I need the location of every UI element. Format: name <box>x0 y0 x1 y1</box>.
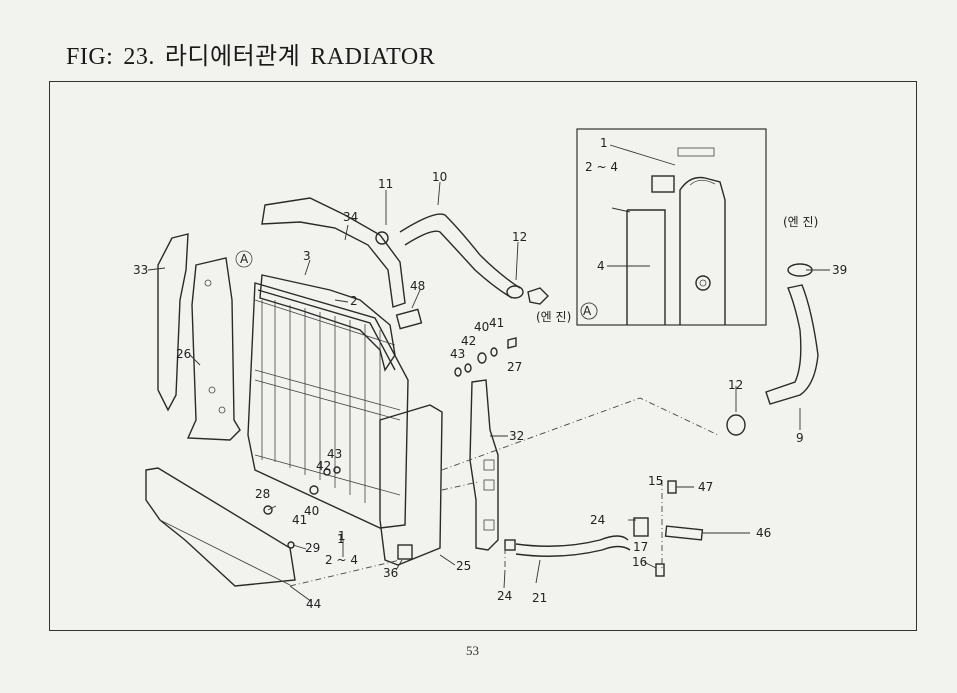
callout-label: 2 ~ 4 <box>325 553 358 567</box>
callout-label: 36 <box>383 566 398 580</box>
callout-label: 40 <box>304 504 319 518</box>
callout-label: 12 <box>512 230 527 244</box>
fig-label: FIG: <box>66 44 114 70</box>
upper-baffle-34 <box>261 197 406 308</box>
callout-label: 16 <box>632 555 647 569</box>
callout-label: 39 <box>832 263 847 277</box>
title-english: RADIATOR <box>310 44 436 70</box>
callout-label: 3 <box>303 249 311 263</box>
callout-label: 21 <box>532 591 547 605</box>
right-shroud-32 <box>469 379 499 551</box>
callout-label: A <box>240 252 249 266</box>
ref-circle-a <box>235 250 253 268</box>
callout-label: 1 <box>337 532 345 546</box>
callout-label: 34 <box>343 210 358 224</box>
callout-label: 25 <box>456 559 471 573</box>
callout-label: 15 <box>648 474 663 488</box>
callout-label: 12 <box>728 378 743 392</box>
lower-hose-9 <box>765 284 819 405</box>
callout-label: 43 <box>327 447 342 461</box>
ref-circle-a-inset <box>580 302 598 320</box>
callout-label: 24 <box>590 513 605 527</box>
fig-number: 23. <box>123 44 155 70</box>
callout-label: 27 <box>507 360 522 374</box>
fittings-upper <box>454 337 517 377</box>
title-korean: 라디에터관계 <box>164 44 301 70</box>
callout-label: 1 <box>338 529 346 543</box>
callout-label: (엔 진) <box>536 310 571 324</box>
callout-label: 10 <box>432 170 447 184</box>
callout-label: 44 <box>306 597 321 611</box>
callout-label: 9 <box>796 431 804 445</box>
callout-label: 42 <box>461 334 476 348</box>
radiator-core <box>247 274 409 529</box>
callout-label: 28 <box>255 487 270 501</box>
bracket-25 <box>379 404 443 566</box>
callout-label: A <box>583 304 592 318</box>
callout-label: 43 <box>450 347 465 361</box>
inset-detail-box <box>576 128 767 326</box>
drain-plate-46 <box>664 525 704 541</box>
callout-label: 46 <box>756 526 771 540</box>
page-number: 53 <box>466 643 479 658</box>
upper-hose-10 <box>399 213 521 289</box>
callout-label: 29 <box>305 541 320 555</box>
callout-label: (엔 진) <box>783 215 818 229</box>
lower-baffle-44 <box>145 467 296 587</box>
callout-label: 1 <box>600 136 608 150</box>
callout-label: 40 <box>474 320 489 334</box>
drain-hose-21 <box>515 535 629 547</box>
callout-label: 33 <box>133 263 148 277</box>
callout-label: 48 <box>410 279 425 293</box>
callout-label: 11 <box>378 177 393 191</box>
leader-lines <box>147 181 830 603</box>
callout-label: 26 <box>176 347 191 361</box>
callout-label: 24 <box>497 589 512 603</box>
hose-clamp-12 <box>726 414 746 436</box>
diagram-frame <box>49 81 917 631</box>
callout-label: 42 <box>316 459 331 473</box>
callout-label: 2 <box>350 294 358 308</box>
callout-label: 4 <box>597 259 605 273</box>
callout-label: 47 <box>698 480 713 494</box>
callout-label: 2 ~ 4 <box>585 160 618 174</box>
callout-label: 41 <box>292 513 307 527</box>
figure-title: FIG: 23. 라디에터관계 RADIATOR <box>66 36 445 71</box>
bracket-26 <box>186 257 241 441</box>
callout-label: 41 <box>489 316 504 330</box>
callout-label: 32 <box>509 429 524 443</box>
left-shroud-33 <box>157 233 189 412</box>
callout-label: 17 <box>633 540 648 554</box>
